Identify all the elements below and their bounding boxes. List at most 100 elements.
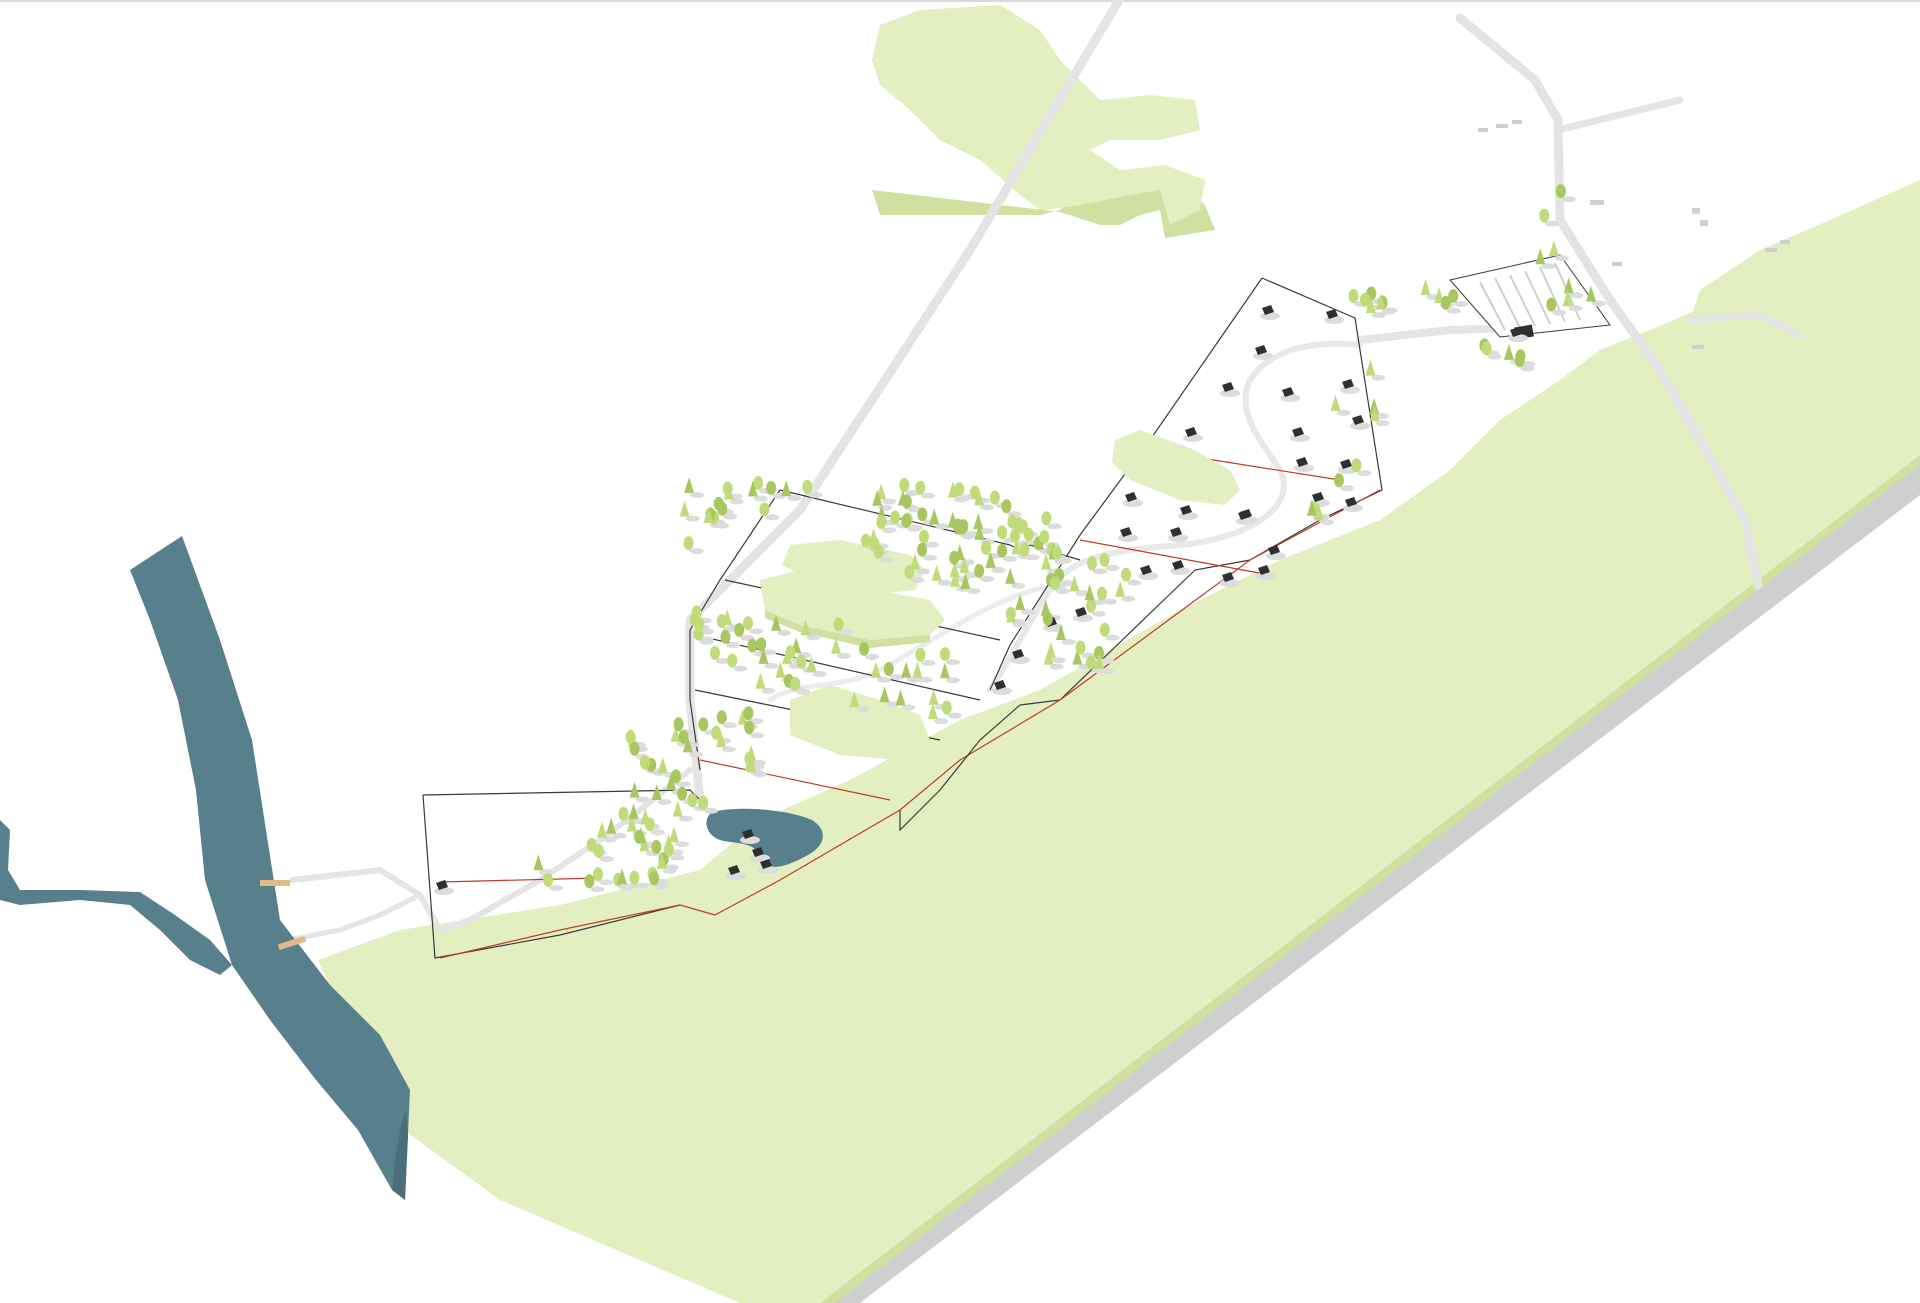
tree-shadow [1561,196,1576,203]
tree-shadow [1568,305,1583,312]
tree-shadow [750,732,765,739]
tree-shadow [918,676,933,683]
forest-patch-north [872,5,1215,238]
tree-shadow [1454,301,1469,308]
tree-icon [771,614,782,631]
tree-shadow [674,841,689,848]
tree-icon [781,480,792,497]
tree-icon [917,542,928,557]
tree-icon [910,553,921,570]
tree-shadow [787,495,802,502]
tree-icon [747,480,758,497]
cabin-icon [1222,572,1234,582]
forest-patch-north-top [872,5,1205,225]
building [1512,120,1522,124]
tree-icon [849,691,860,708]
cabin-icon [1345,497,1357,507]
tree-shadow [925,541,940,548]
tree-icon [1099,552,1110,567]
tree-shadow [1121,595,1136,602]
tree-icon [673,717,684,732]
tree-shadow [669,854,684,861]
meadow-2-side [765,610,930,648]
building [1478,128,1488,132]
tree-icon [709,646,720,661]
tree-icon [1562,290,1573,307]
tree-shadow [650,829,665,836]
tree-icon [1005,567,1016,584]
tree-icon [639,755,650,770]
tree-icon [950,570,961,587]
boundary-central-west [689,489,781,771]
tree-icon [897,489,908,506]
tree-shadow [590,886,605,893]
forest-slab-top [318,180,1920,1303]
cabin-icon [1510,327,1522,337]
tree-shadow [715,658,730,665]
tree-shadow [635,882,650,889]
tree-shadow [855,706,870,713]
tree-icon [895,689,906,706]
tree-shadow [937,579,952,586]
tree-shadow [1592,300,1607,307]
tree-icon [1555,184,1566,199]
tree-icon [584,874,595,889]
tree-icon [683,536,694,551]
tree-shadow [1541,263,1556,270]
forest-slab [318,180,1920,1303]
tree-icon [1546,297,1557,312]
tree-shadow [635,796,650,803]
road-branch-east [1554,96,1684,134]
tree-icon [693,621,704,638]
village-buildings [1478,120,1790,349]
tree-shadow [1520,365,1535,372]
tree-icon [939,662,950,679]
tree-icon [831,637,842,654]
tree-icon [743,706,754,721]
tree-shadow [1075,590,1090,597]
tree-shadow [882,527,897,534]
tree-icon [917,507,928,522]
tree-icon [790,676,801,691]
tree-icon [872,489,883,506]
tree-icon [1365,297,1376,314]
tree-icon [870,661,881,678]
tree-icon [974,563,985,578]
forest-slab-northeast [1690,180,1920,380]
tree-icon [1330,394,1341,411]
tree-icon [796,654,807,669]
tree-icon [756,637,767,652]
tree-icon [947,511,958,528]
boundary-strip-4 [699,759,891,801]
road-branch-east-2 [1686,311,1804,339]
tree-icon [698,717,709,732]
tree-icon [1045,642,1056,659]
tree-icon [883,661,894,676]
tree-shadow [623,883,638,890]
cabin-icon [1012,649,1024,659]
tree-icon [915,480,926,495]
tree-shadow [953,496,968,503]
tree-icon [651,839,662,854]
tree-icon [939,647,950,662]
tree-shadow [1320,519,1335,526]
tree-shadow [876,676,891,683]
tree-icon [912,661,923,678]
tree-icon [989,490,1000,505]
tree-icon [670,769,681,784]
tree-icon [715,731,726,748]
cabin-icon [1075,607,1087,617]
tree-shadow [749,718,764,725]
tree-icon [644,817,655,832]
tree-icon [691,605,702,620]
building [1590,200,1604,205]
tree-shadow [980,575,995,582]
tree-shadow [602,836,617,843]
tree-icon [1072,648,1083,665]
tree-icon [1075,640,1086,655]
cabin-icon [1180,505,1192,515]
tree-icon [928,688,939,705]
cabin-icon [1282,387,1294,397]
tree-icon [734,622,745,637]
